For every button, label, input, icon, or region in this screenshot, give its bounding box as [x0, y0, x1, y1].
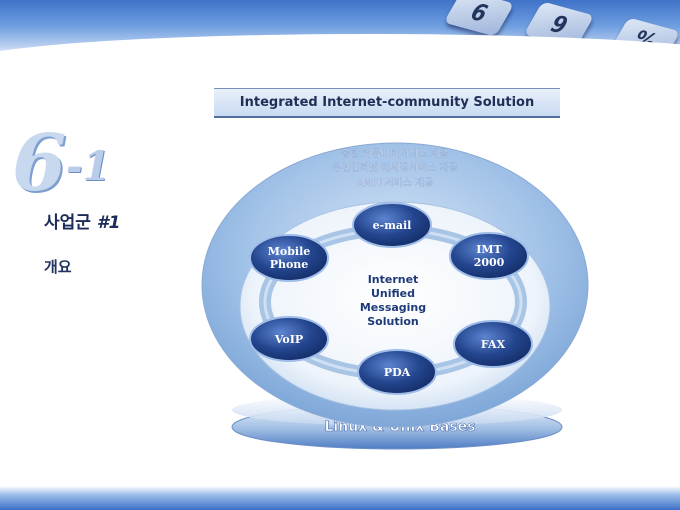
node-label: IMT: [476, 243, 502, 256]
node-label: PDA: [384, 366, 411, 379]
feature-item: 무선인터넷 메세징서비스 제공: [332, 162, 458, 174]
solution-banner: Integrated Internet-community Solution: [214, 88, 560, 118]
section-title: 사업군 #1: [44, 208, 121, 233]
node-voip: VoIP: [249, 316, 329, 362]
node-imt2000: IMT 2000: [449, 232, 529, 280]
node-email: e-mail: [352, 202, 432, 248]
center-label-line: Messaging: [360, 301, 426, 314]
center-label-line: Unified: [371, 287, 415, 300]
feature-item: 종합 커뮤니티서비스 제공: [341, 148, 449, 160]
node-mobile-phone: Mobile Phone: [249, 234, 329, 282]
node-fax: FAX: [453, 320, 533, 368]
node-label: VoIP: [274, 333, 303, 346]
node-label: Phone: [270, 258, 309, 271]
center-label-line: Internet: [368, 273, 419, 286]
node-label: FAX: [481, 338, 506, 351]
node-label: Mobile: [268, 245, 311, 258]
node-label: 2000: [474, 256, 505, 269]
center-label-line: Solution: [367, 315, 419, 328]
bottom-footer-band: [0, 486, 680, 510]
node-pda: PDA: [357, 349, 437, 395]
feature-item: AMSP서비스 제공: [356, 177, 433, 189]
section-subtitle: 개요: [44, 258, 72, 276]
section-number: #1: [96, 213, 121, 233]
top-header-band: 6 9 %: [0, 0, 680, 58]
feature-list: 종합 커뮤니티서비스 제공 무선인터넷 메세징서비스 제공 AMSP서비스 제공: [332, 148, 458, 189]
center-label: Internet Unified Messaging Solution: [360, 273, 426, 328]
slide-subnumber: -1: [66, 143, 111, 190]
section-label: 사업군: [44, 213, 91, 233]
node-label: e-mail: [373, 219, 412, 232]
slide-number: 6: [12, 118, 66, 209]
